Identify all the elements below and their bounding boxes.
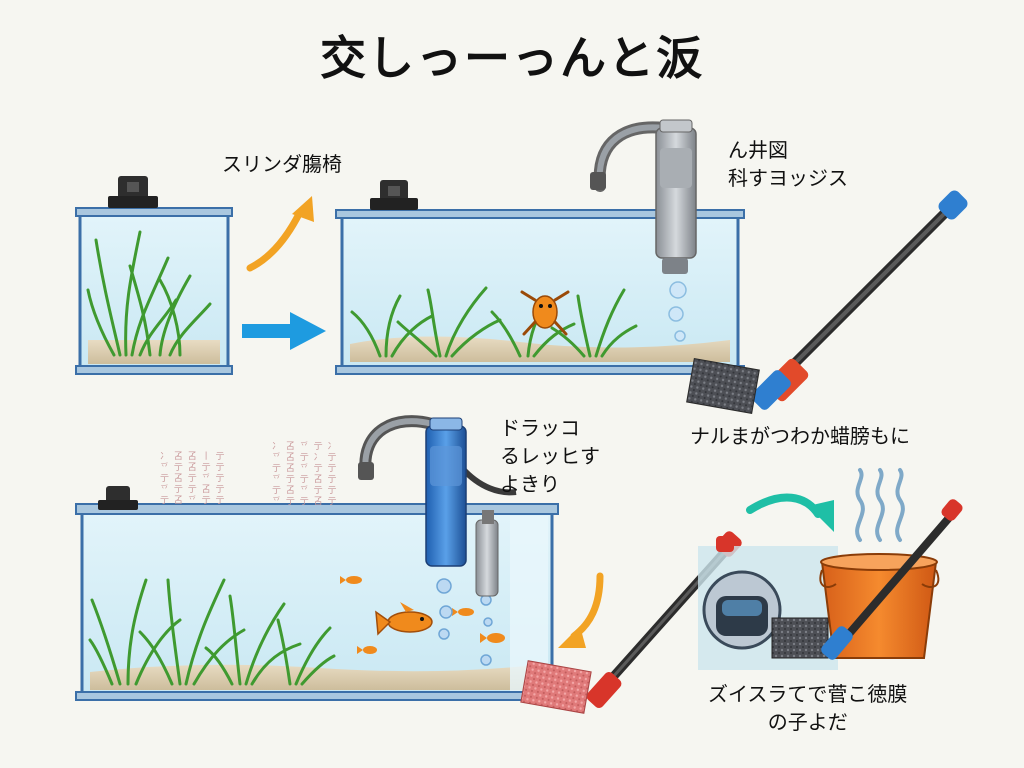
orange-fish-icon bbox=[520, 290, 570, 336]
main-tank-top bbox=[335, 119, 745, 375]
aquatic-plant bbox=[86, 230, 212, 357]
siphon-pump-icon bbox=[590, 119, 697, 274]
label-top-right-line2: 科すヨッジス bbox=[728, 166, 848, 190]
label-top-left: スリンダ膓椅 bbox=[222, 152, 342, 176]
orange-arrow-icon bbox=[246, 208, 304, 272]
orange-arrowhead-icon bbox=[558, 626, 586, 648]
round-filter-icon bbox=[702, 570, 782, 650]
bubbles-icon bbox=[668, 281, 687, 342]
label-middle-right: ナルまがつわか蜡膀もに bbox=[690, 424, 910, 448]
aquatic-plant bbox=[350, 286, 638, 358]
faint-text-block-2: 冫 叾 乊 亍 冫 乊 叾 亍 冫 亍 亍 叾 乊 亍 亍 乊 亍 亍 叾 亍 … bbox=[272, 442, 338, 507]
label-bottom-right: ズイスラてで菅こ徳膜 の子よだ bbox=[708, 680, 907, 736]
orange-fish-icon bbox=[375, 602, 433, 636]
filter-box-icon bbox=[108, 176, 158, 208]
filter-box-icon bbox=[98, 486, 138, 510]
label-bottom-right-line1: ズイスラてで菅こ徳膜 bbox=[708, 682, 908, 706]
page-title: 交しっーっんと汳 bbox=[320, 31, 704, 85]
label-top-right-line1: ん井図 bbox=[728, 138, 788, 162]
label-middle-left-line3: よきり bbox=[500, 472, 560, 496]
label-middle-left: ドラッコ るレッヒす よきり bbox=[500, 414, 600, 498]
small-tank bbox=[75, 176, 233, 375]
blue-arrow-icon bbox=[242, 312, 326, 350]
label-bottom-right-line2: の子よだ bbox=[767, 710, 848, 734]
label-top-right: ん井図 科すヨッジス bbox=[728, 136, 848, 192]
label-middle-left-line2: るレッヒす bbox=[500, 444, 600, 468]
orange-arrow-icon bbox=[570, 572, 604, 640]
aquatic-plant bbox=[88, 578, 336, 686]
filter-box-icon bbox=[370, 180, 418, 210]
bubbles-icon bbox=[436, 578, 493, 666]
orange-arrowhead-icon bbox=[292, 196, 314, 222]
steam-icon bbox=[855, 468, 905, 542]
label-middle-left-line1: ドラッコ bbox=[500, 416, 580, 440]
small-fish-icon bbox=[340, 576, 505, 654]
teal-arrow-icon bbox=[746, 493, 822, 518]
faint-text-block-1: 冫 叾 叾 丨 亍 乊 亍 叾 亍 亍 亍 叾 亍 乊 亍 乊 亍 亍 叾 亍 … bbox=[160, 452, 226, 506]
sponge-scrubber-tool bbox=[686, 190, 968, 414]
bucket-scene bbox=[698, 468, 963, 670]
blue-siphon-pump-icon bbox=[358, 415, 517, 597]
